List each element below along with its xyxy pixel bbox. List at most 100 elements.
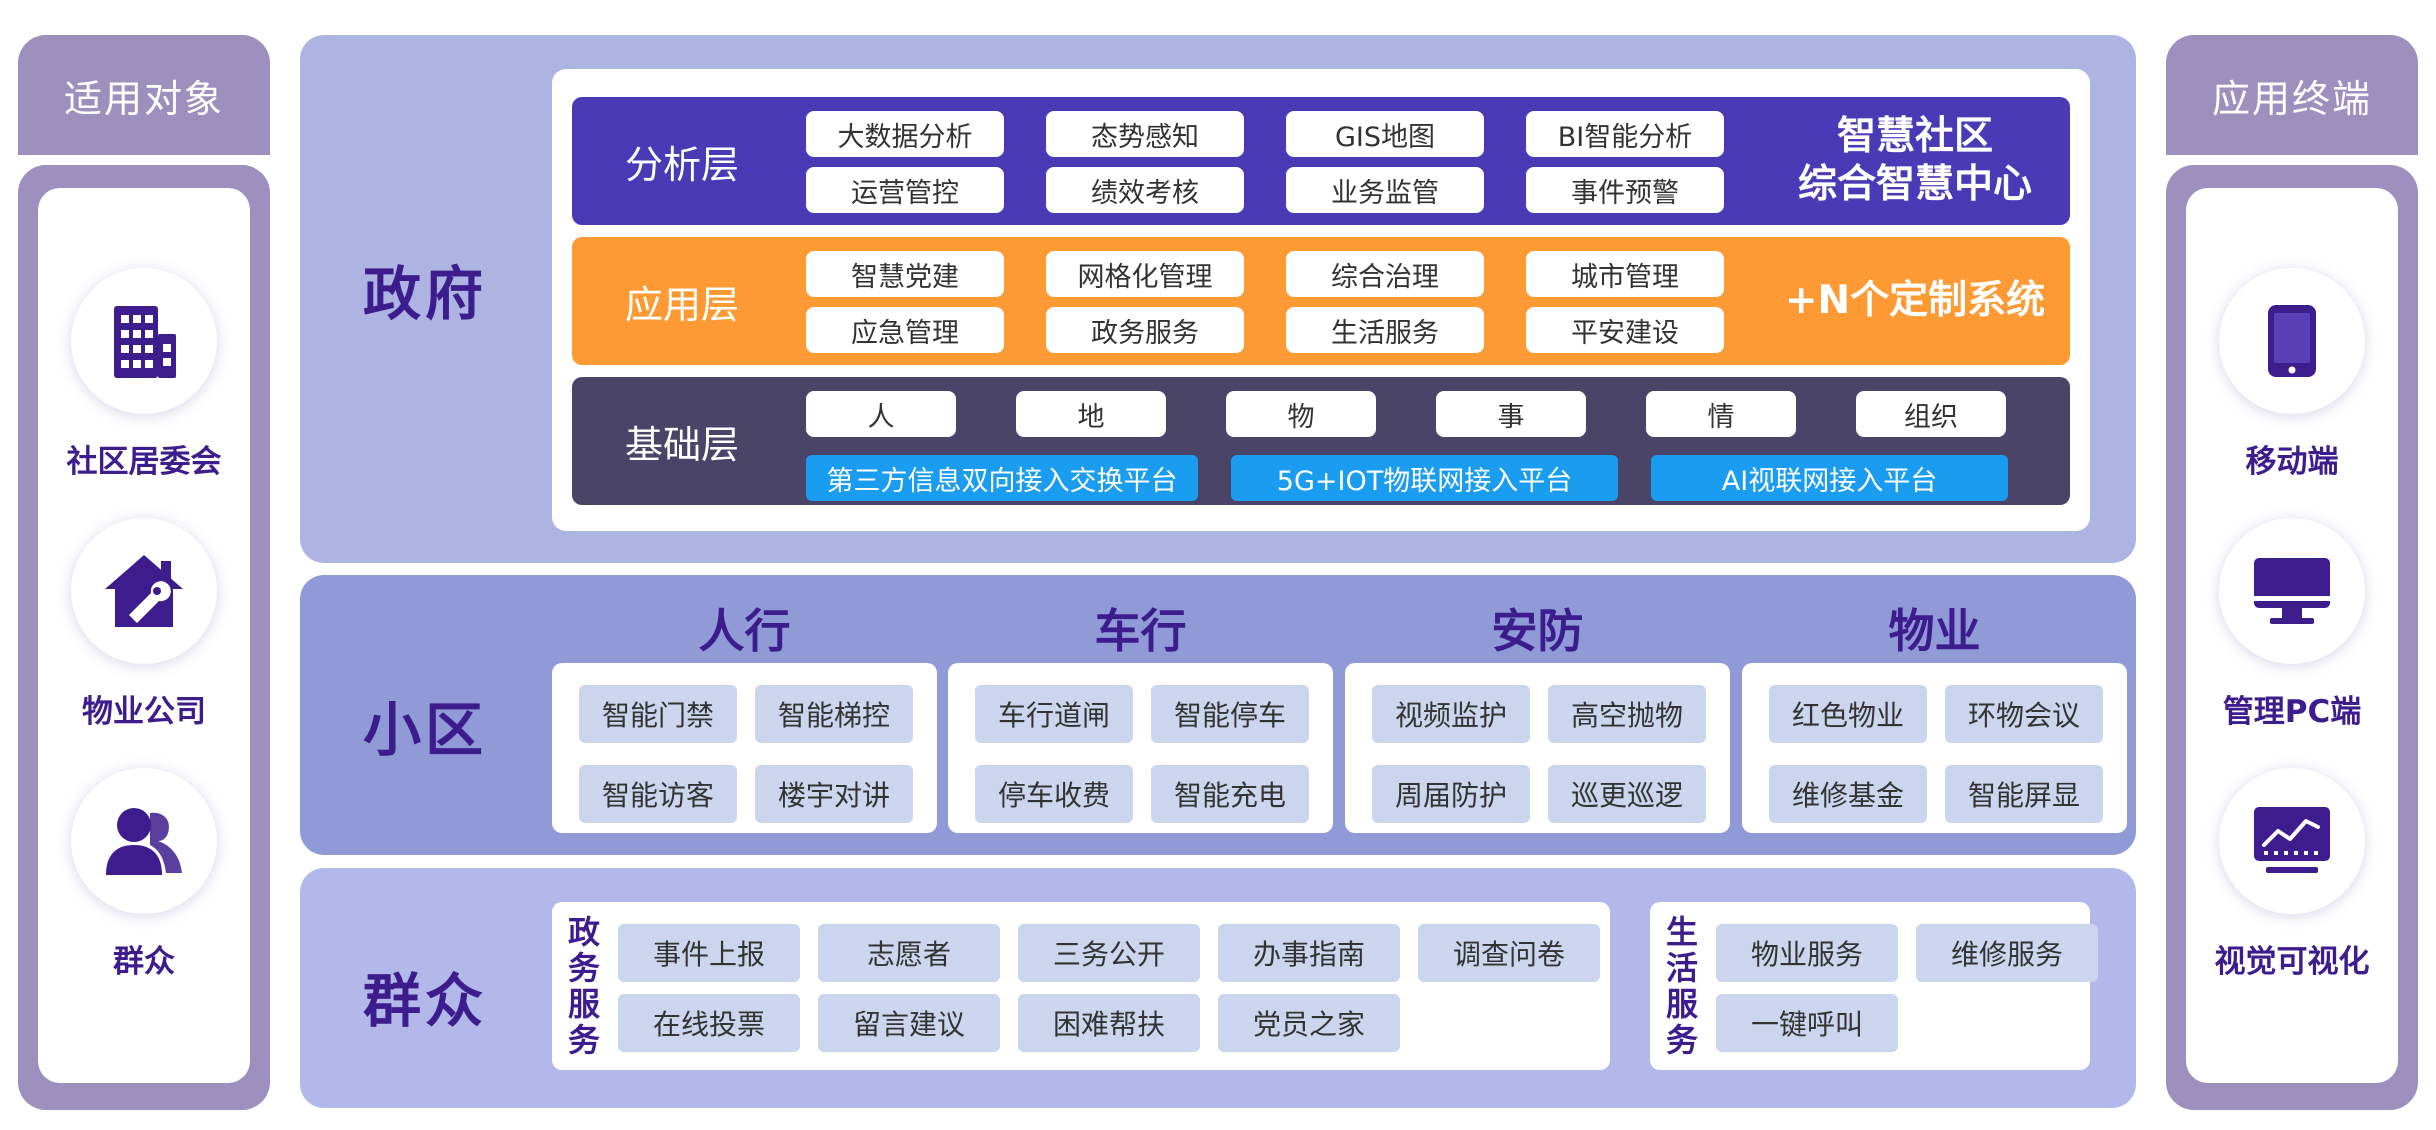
- left-column-list: 社区居委会 物业公司 群众: [38, 188, 250, 1083]
- target-item-committee: 社区居委会: [67, 268, 222, 518]
- service-item: 留言建议: [818, 994, 1000, 1052]
- target-label: 物业公司: [82, 694, 206, 730]
- base-item: 组织: [1856, 391, 2006, 437]
- community-item: 环物会议: [1945, 685, 2103, 743]
- application-item: 应急管理: [806, 307, 1004, 353]
- platform-item: 第三方信息双向接入交换平台: [806, 455, 1198, 501]
- person-icon: [106, 808, 182, 875]
- monitor-icon: [2254, 558, 2330, 624]
- community-item: 车行道闸: [975, 685, 1133, 743]
- service-item: 在线投票: [618, 994, 800, 1052]
- terminal-item-visual: 视觉可视化: [2215, 768, 2370, 1018]
- base-item: 情: [1646, 391, 1796, 437]
- analysis-item: 大数据分析: [806, 111, 1004, 157]
- government-section: 政府 分析层 大数据分析 态势感知 GIS地图 BI智能分析 运营管控 绩效考核…: [300, 35, 2136, 563]
- community-item: 智能访客: [579, 765, 737, 823]
- application-layer: 应用层 智慧党建 网格化管理 综合治理 城市管理 应急管理 政务服务 生活服务 …: [572, 237, 2070, 365]
- base-layer: 基础层 人 地 物 事 情 组织 第三方信息双向接入交换平台 5G+IOT物联网…: [572, 377, 2070, 505]
- community-item: 高空抛物: [1548, 685, 1706, 743]
- analysis-center-line2: 综合智慧中心: [1797, 162, 2032, 207]
- government-panel: 分析层 大数据分析 态势感知 GIS地图 BI智能分析 运营管控 绩效考核 业务…: [552, 69, 2090, 531]
- building-icon: [114, 306, 176, 378]
- category-card-property: 红色物业 环物会议 维修基金 智能屏显: [1742, 663, 2127, 833]
- house-wrench-icon: [105, 555, 183, 627]
- left-column-title: 适用对象: [18, 35, 270, 155]
- base-item: 地: [1016, 391, 1166, 437]
- analysis-layer-items: 大数据分析 态势感知 GIS地图 BI智能分析 运营管控 绩效考核 业务监管 事…: [806, 111, 1766, 213]
- analysis-item: 绩效考核: [1046, 167, 1244, 213]
- community-item: 视频监护: [1372, 685, 1530, 743]
- target-label: 社区居委会: [66, 444, 222, 480]
- analysis-item: 运营管控: [806, 167, 1004, 213]
- service-item: 困难帮扶: [1018, 994, 1200, 1052]
- service-item: 事件上报: [618, 924, 800, 982]
- analysis-layer: 分析层 大数据分析 态势感知 GIS地图 BI智能分析 运营管控 绩效考核 业务…: [572, 97, 2070, 225]
- community-item: 红色物业: [1769, 685, 1927, 743]
- application-item: 综合治理: [1286, 251, 1484, 297]
- service-item: 一键呼叫: [1716, 994, 1898, 1052]
- category-title-security: 安防: [1491, 604, 1584, 658]
- category-card-security: 视频监护 高空抛物 周届防护 巡更巡逻: [1345, 663, 1730, 833]
- platform-item: AI视联网接入平台: [1651, 455, 2008, 501]
- category-card-pedestrian: 智能门禁 智能梯控 智能访客 楼宇对讲: [552, 663, 937, 833]
- category-title-vehicle: 车行: [1094, 604, 1187, 658]
- right-column-title: 应用终端: [2166, 35, 2418, 155]
- target-item-property: 物业公司: [71, 518, 217, 768]
- base-item: 事: [1436, 391, 1586, 437]
- service-item: 办事指南: [1218, 924, 1400, 982]
- base-layer-items: 人 地 物 事 情 组织: [806, 391, 2006, 437]
- terminal-item-pc: 管理PC端: [2219, 518, 2365, 768]
- community-item: 停车收费: [975, 765, 1133, 823]
- life-services-card: 生活服务 物业服务 维修服务 一键呼叫: [1650, 902, 2098, 1070]
- community-item: 智能停车: [1151, 685, 1309, 743]
- chart-screen-icon: [2254, 807, 2330, 873]
- application-layer-items: 智慧党建 网格化管理 综合治理 城市管理 应急管理 政务服务 生活服务 平安建设: [806, 251, 1766, 353]
- terminal-label: 管理PC端: [2222, 694, 2362, 730]
- analysis-item: 事件预警: [1526, 167, 1724, 213]
- analysis-item: GIS地图: [1286, 111, 1484, 157]
- community-item: 智能门禁: [579, 685, 737, 743]
- government-title: 政府: [362, 260, 487, 328]
- category-title-pedestrian: 人行: [698, 604, 791, 658]
- target-item-public: 群众: [71, 768, 217, 1018]
- mobile-phone-icon: [2268, 305, 2316, 377]
- right-column-list: 移动端 管理PC端 视觉可视化: [2186, 188, 2398, 1083]
- gov-services-items: 事件上报 志愿者 三务公开 办事指南 调查问卷 在线投票 留言建议 困难帮扶 党…: [618, 924, 1600, 1052]
- life-services-label: 生活服务: [1665, 913, 1698, 1059]
- category-title-property: 物业: [1888, 604, 1981, 658]
- application-item: 城市管理: [1526, 251, 1724, 297]
- people-title: 群众: [362, 967, 487, 1035]
- community-section: 小区 人行 智能门禁 智能梯控 智能访客 楼宇对讲 车行 车行道闸 智能停车 停…: [300, 575, 2136, 855]
- service-item: 调查问卷: [1418, 924, 1600, 982]
- service-item: 维修服务: [1916, 924, 2098, 982]
- base-layer-label: 基础层: [624, 422, 739, 467]
- people-section: 群众 政务服务 事件上报 志愿者 三务公开 办事指南 调查问卷 在线投票 留言建…: [300, 868, 2136, 1108]
- terminal-item-mobile: 移动端: [2219, 268, 2365, 518]
- life-services-items: 物业服务 维修服务 一键呼叫: [1716, 924, 2098, 1052]
- service-item: 三务公开: [1018, 924, 1200, 982]
- target-label: 群众: [113, 944, 175, 980]
- community-item: 智能充电: [1151, 765, 1309, 823]
- analysis-layer-center: 智慧社区 综合智慧中心: [1760, 97, 2070, 225]
- community-item: 巡更巡逻: [1548, 765, 1706, 823]
- category-card-vehicle: 车行道闸 智能停车 停车收费 智能充电: [948, 663, 1333, 833]
- analysis-center-line1: 智慧社区: [1836, 114, 1993, 159]
- application-item: 智慧党建: [806, 251, 1004, 297]
- gov-services-card: 政务服务 事件上报 志愿者 三务公开 办事指南 调查问卷 在线投票 留言建议 困…: [552, 902, 1610, 1070]
- application-layer-custom: +N个定制系统: [1784, 278, 2046, 323]
- community-item: 周届防护: [1372, 765, 1530, 823]
- analysis-item: 业务监管: [1286, 167, 1484, 213]
- application-item: 网格化管理: [1046, 251, 1244, 297]
- application-item: 政务服务: [1046, 307, 1244, 353]
- application-item: 平安建设: [1526, 307, 1724, 353]
- community-item: 智能屏显: [1945, 765, 2103, 823]
- application-item: 生活服务: [1286, 307, 1484, 353]
- application-layer-label: 应用层: [624, 282, 739, 327]
- platform-item: 5G+IOT物联网接入平台: [1231, 455, 1618, 501]
- community-item: 智能梯控: [755, 685, 913, 743]
- terminal-label: 视觉可视化: [2214, 944, 2370, 980]
- terminal-label: 移动端: [2245, 444, 2339, 480]
- base-item: 物: [1226, 391, 1376, 437]
- analysis-item: 态势感知: [1046, 111, 1244, 157]
- service-item: 志愿者: [818, 924, 1000, 982]
